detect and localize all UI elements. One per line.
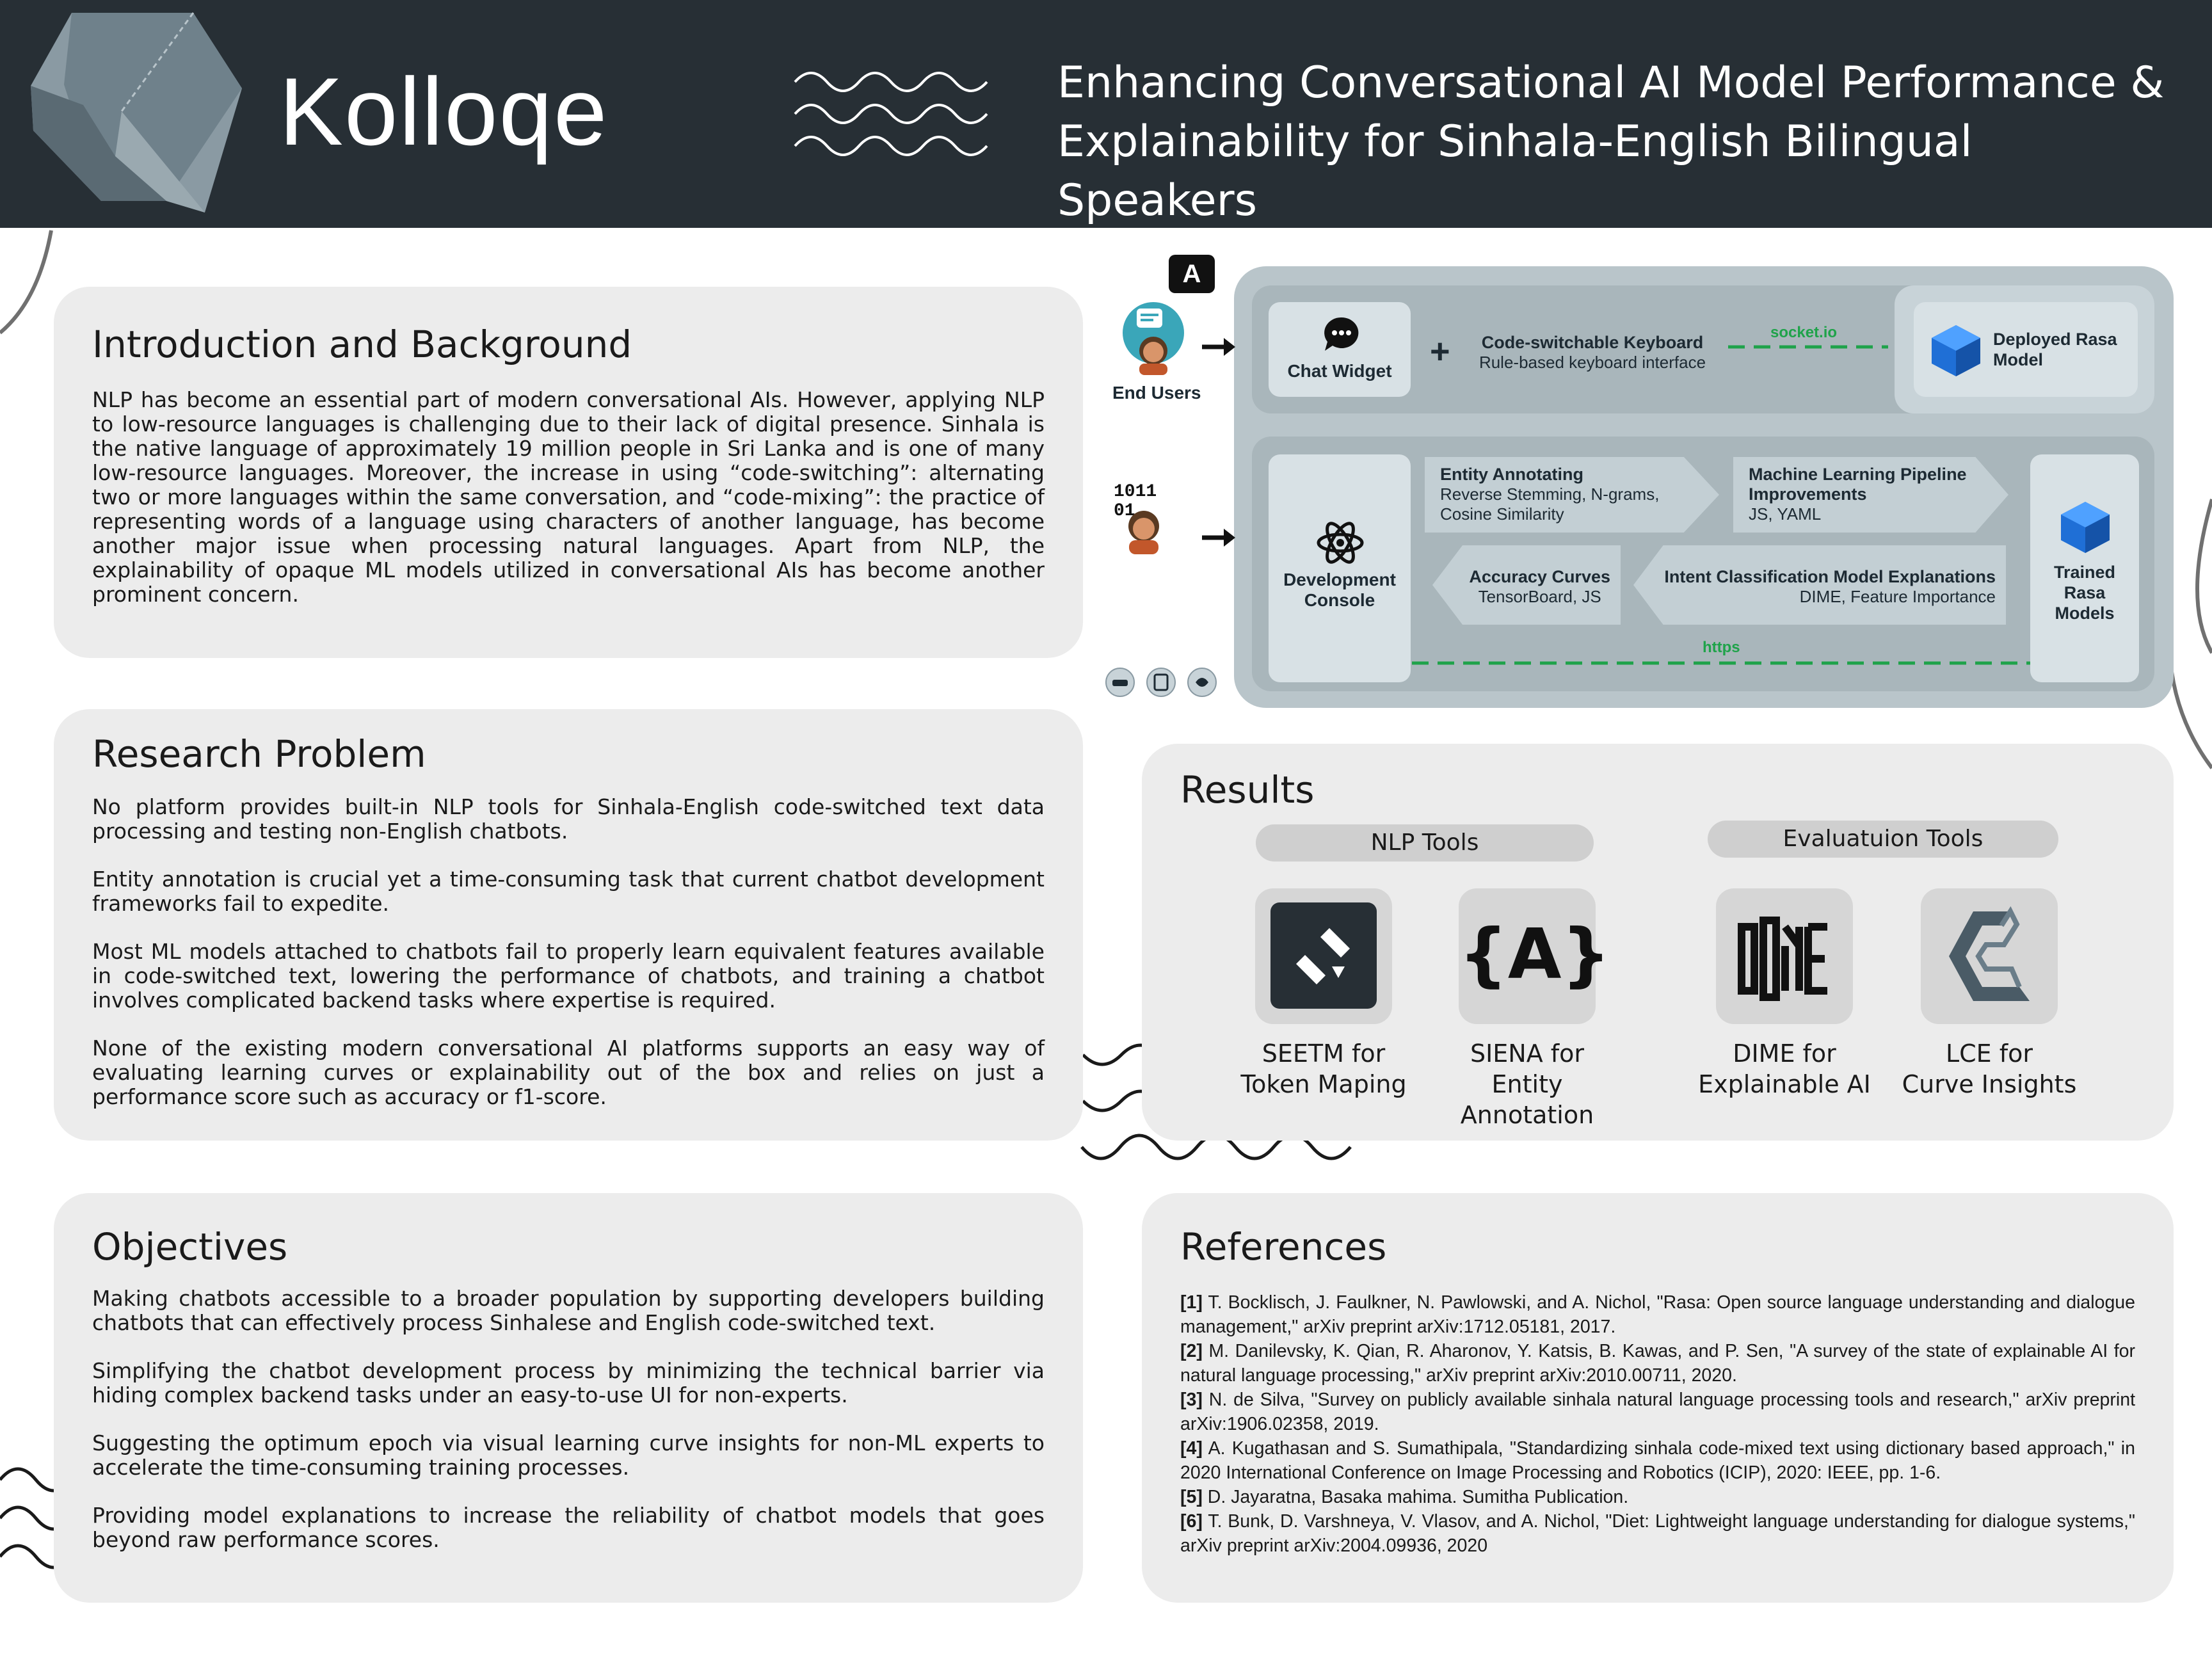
trained-rasa-label: Trained Rasa Models bbox=[2053, 563, 2116, 623]
chat-widget-box: Chat Widget bbox=[1269, 302, 1411, 397]
poster-title: Enhancing Conversational AI Model Perfor… bbox=[1057, 54, 2184, 230]
chat-widget-label: Chat Widget bbox=[1287, 361, 1392, 381]
reference-item: [2] M. Danilevsky, K. Qian, R. Aharonov,… bbox=[1180, 1341, 2135, 1386]
objective-paragraph: Making chatbots accessible to a broader … bbox=[92, 1286, 1045, 1335]
kolloqe-logo-icon bbox=[31, 12, 242, 212]
title-line-1: Enhancing Conversational AI Model Perfor… bbox=[1057, 58, 2165, 108]
objective-paragraph: Suggesting the optimum epoch via visual … bbox=[92, 1431, 1045, 1480]
development-console-label: Development Console bbox=[1283, 570, 1396, 610]
objectives-panel: Objectives Making chatbots accessible to… bbox=[54, 1193, 1083, 1603]
seetm-tool: SEETM for Token Maping bbox=[1221, 888, 1426, 1100]
research-problem-paragraph: No platform provides built-in NLP tools … bbox=[92, 794, 1045, 844]
end-users-label: End Users bbox=[1112, 383, 1201, 403]
translate-badge-icon: A bbox=[1169, 255, 1215, 293]
keyboard-title: Code-switchable Keyboard bbox=[1481, 333, 1704, 352]
header-bar: Kolloqe Enhancing Conversational AI Mode… bbox=[0, 0, 2212, 228]
keyboard-block: Code-switchable Keyboard Rule-based keyb… bbox=[1471, 333, 1714, 373]
introduction-panel: Introduction and Background NLP has beco… bbox=[54, 287, 1083, 658]
references-list: [1] T. Bocklisch, J. Faulkner, N. Pawlow… bbox=[1180, 1290, 2135, 1558]
dime-label: DIME for Explainable AI bbox=[1698, 1039, 1871, 1098]
right-arc-outer bbox=[2167, 614, 2212, 769]
developer-avatar-icon bbox=[1128, 511, 1159, 554]
lce-tool: LCE for Curve Insights bbox=[1887, 888, 2092, 1100]
binary-label: 1011 01 bbox=[1114, 482, 1157, 521]
entity-annotating-box: Entity Annotating Reverse Stemming, N-gr… bbox=[1425, 457, 1719, 533]
dime-tool: DIME for Explainable AI bbox=[1682, 888, 1887, 1100]
siena-logo-icon: {A} bbox=[1459, 888, 1610, 1024]
reference-item: [5] D. Jayaratna, Basaka mahima. Sumitha… bbox=[1180, 1487, 1629, 1507]
trained-rasa-models-box: Trained Rasa Models bbox=[2030, 454, 2139, 682]
development-console-box: Development Console bbox=[1269, 454, 1411, 682]
research-problem-paragraph: None of the existing modern conversation… bbox=[92, 1036, 1045, 1109]
introduction-text: NLP has become an essential part of mode… bbox=[92, 387, 1045, 607]
results-heading: Results bbox=[1180, 768, 1315, 812]
objective-paragraph: Providing model explanations to increase… bbox=[92, 1503, 1045, 1552]
siena-tool: {A} SIENA for Entity Annotation bbox=[1425, 888, 1630, 1130]
research-problem-paragraph: Entity annotation is crucial yet a time-… bbox=[92, 867, 1045, 916]
objective-paragraph: Simplifying the chatbot development proc… bbox=[92, 1358, 1045, 1407]
research-problem-panel: Research Problem No platform provides bu… bbox=[54, 709, 1083, 1141]
reference-item: [1] T. Bocklisch, J. Faulkner, N. Pawlow… bbox=[1180, 1292, 2136, 1337]
dime-logo-icon bbox=[1716, 888, 1853, 1024]
rasa-cube-icon bbox=[1932, 325, 1980, 376]
nlp-tools-pill: NLP Tools bbox=[1256, 824, 1594, 862]
seetm-label: SEETM for Token Maping bbox=[1240, 1039, 1407, 1098]
arrow-right-icon bbox=[1202, 338, 1235, 356]
reference-item: [6] T. Bunk, D. Varshneya, V. Vlasov, an… bbox=[1180, 1511, 2135, 1556]
accuracy-curves-box: Accuracy Curves TensorBoard, JS bbox=[1432, 545, 1621, 625]
tech-stack-icons bbox=[1105, 668, 1217, 697]
reference-item: [4] A. Kugathasan and S. Sumathipala, "S… bbox=[1180, 1438, 2135, 1483]
reference-item: [3] N. de Silva, "Survey on publicly ava… bbox=[1180, 1390, 2135, 1434]
https-label: https bbox=[1703, 639, 1740, 656]
ml-pipeline-box: Machine Learning Pipeline Improvements J… bbox=[1733, 457, 2008, 533]
arrow-right-icon bbox=[1202, 529, 1235, 547]
references-heading: References bbox=[1180, 1225, 1387, 1269]
keyboard-subtitle: Rule-based keyboard interface bbox=[1479, 353, 1706, 372]
chat-bubble-icon bbox=[1324, 317, 1359, 351]
plus-sign: + bbox=[1430, 332, 1450, 371]
brand-name: Kolloqe bbox=[279, 58, 609, 165]
right-arc-inner bbox=[2195, 499, 2212, 654]
research-problem-heading: Research Problem bbox=[92, 732, 426, 776]
results-panel: Results NLP Tools Evaluatuion Tools SEET… bbox=[1142, 744, 2174, 1141]
https-link bbox=[1412, 661, 2030, 665]
end-user-avatar-icon bbox=[1123, 302, 1184, 375]
socketio-label: socket.io bbox=[1770, 324, 1838, 341]
react-atom-icon bbox=[1317, 522, 1364, 564]
references-panel: References [1] T. Bocklisch, J. Faulkner… bbox=[1142, 1193, 2174, 1603]
deployed-rasa-model-box: Deployed Rasa Model bbox=[1914, 302, 2138, 397]
header-waves-icon bbox=[794, 72, 988, 156]
introduction-heading: Introduction and Background bbox=[92, 323, 632, 366]
rasa-cube-icon bbox=[2061, 502, 2110, 553]
deployed-rasa-label: Deployed Rasa Model bbox=[1993, 330, 2117, 369]
siena-label: SIENA for Entity Annotation bbox=[1460, 1039, 1594, 1129]
objectives-heading: Objectives bbox=[92, 1225, 288, 1269]
seetm-logo-icon bbox=[1255, 888, 1392, 1024]
research-problem-text: No platform provides built-in NLP tools … bbox=[92, 795, 1045, 1133]
lce-label: LCE for Curve Insights bbox=[1902, 1039, 2077, 1098]
left-top-arc bbox=[0, 230, 53, 335]
intent-explanations-box: Intent Classification Model Explanations… bbox=[1633, 545, 2006, 625]
evaluation-tools-pill: Evaluatuion Tools bbox=[1708, 821, 2058, 858]
objectives-text: Making chatbots accessible to a broader … bbox=[92, 1286, 1045, 1576]
lce-logo-icon bbox=[1921, 888, 2058, 1024]
title-line-2: Explainability for Sinhala-English Bilin… bbox=[1057, 116, 1973, 226]
research-problem-paragraph: Most ML models attached to chatbots fail… bbox=[92, 939, 1045, 1013]
socketio-link bbox=[1728, 345, 1888, 349]
